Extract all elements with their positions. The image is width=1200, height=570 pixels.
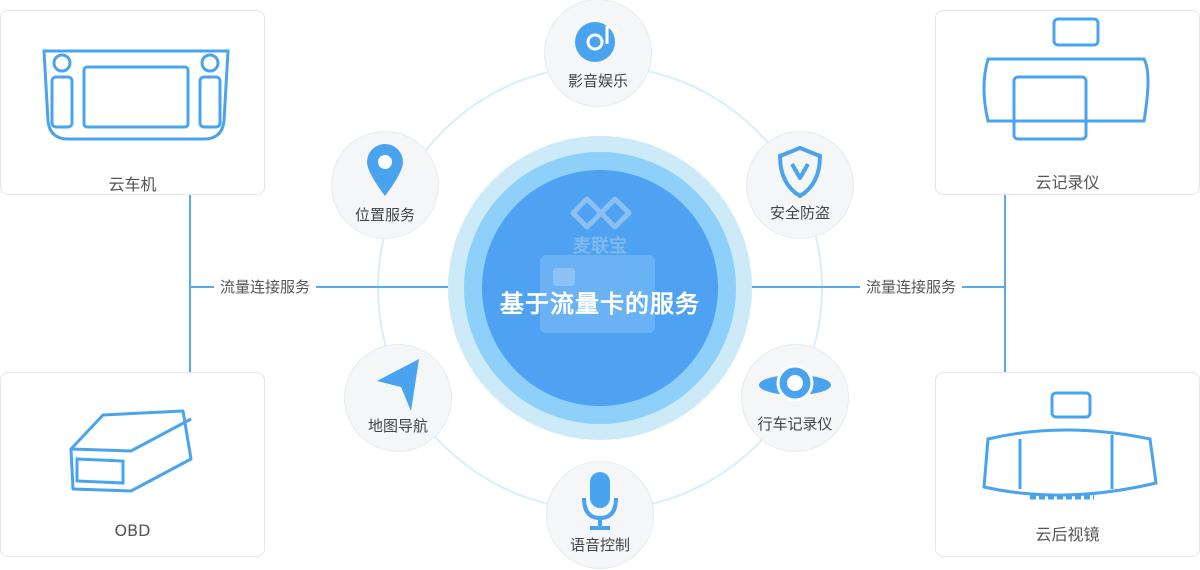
car-head-unit-icon bbox=[42, 49, 230, 141]
shield-icon bbox=[777, 145, 823, 199]
service-node-entertainment[interactable]: 影音娱乐 bbox=[545, 0, 651, 106]
brand-logo-icon bbox=[570, 196, 632, 230]
service-node-location[interactable]: 位置服务 bbox=[332, 132, 438, 238]
brand-name: 麦联宝 bbox=[573, 236, 627, 257]
location-pin-icon bbox=[367, 144, 403, 196]
service-label: 影音娱乐 bbox=[567, 72, 628, 90]
device-label: 云记录仪 bbox=[1035, 173, 1100, 192]
device-label: 云后视镜 bbox=[1035, 525, 1100, 544]
device-card-cloud-recorder[interactable]: 云记录仪 bbox=[935, 10, 1200, 195]
dash-recorder-icon bbox=[982, 17, 1150, 141]
device-label: OBD bbox=[114, 521, 151, 540]
service-label: 地图导航 bbox=[367, 417, 428, 435]
center-hub bbox=[448, 136, 752, 440]
right-link-label: 流量连接服务 bbox=[860, 276, 963, 297]
camera-lens-icon bbox=[759, 364, 831, 402]
service-node-navigation[interactable]: 地图导航 bbox=[345, 345, 451, 451]
service-node-dashcam[interactable]: 行车记录仪 bbox=[742, 345, 848, 451]
device-card-obd[interactable]: OBD bbox=[0, 372, 265, 557]
service-label: 行车记录仪 bbox=[757, 415, 833, 433]
center-title: 基于流量卡的服务 bbox=[500, 290, 700, 318]
device-label: 云车机 bbox=[108, 175, 157, 194]
service-label: 位置服务 bbox=[354, 206, 415, 224]
device-card-cloud-mirror[interactable]: 云后视镜 bbox=[935, 372, 1200, 557]
music-disc-icon bbox=[575, 22, 618, 62]
device-card-cloud-car[interactable]: 云车机 bbox=[0, 10, 265, 195]
navigation-arrow-icon bbox=[377, 359, 419, 411]
service-label: 安全防盗 bbox=[769, 204, 830, 222]
microphone-icon bbox=[582, 472, 618, 530]
service-label: 语音控制 bbox=[569, 536, 630, 554]
left-link-label: 流量连接服务 bbox=[214, 276, 317, 297]
service-node-security[interactable]: 安全防盗 bbox=[747, 132, 853, 238]
obd-adapter-icon bbox=[69, 409, 193, 493]
service-node-voice[interactable]: 语音控制 bbox=[547, 462, 653, 568]
sim-card-icon bbox=[540, 255, 655, 333]
rearview-mirror-icon bbox=[982, 391, 1158, 500]
